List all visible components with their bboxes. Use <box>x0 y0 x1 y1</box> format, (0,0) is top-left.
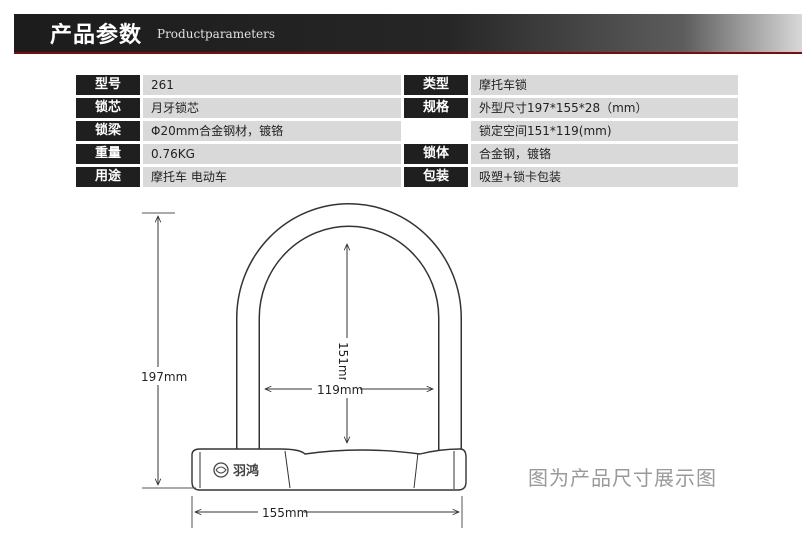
spec-label: 重量 <box>76 144 140 164</box>
spec-row: 型号 261 类型 摩托车锁 <box>76 75 738 95</box>
spec-value: 摩托车 电动车 <box>143 167 401 187</box>
lock-body <box>191 448 467 491</box>
spec-label: 锁梁 <box>76 121 140 141</box>
spec-label: 包装 <box>404 167 468 187</box>
spec-value: 261 <box>143 75 401 95</box>
spec-label: 类型 <box>404 75 468 95</box>
dimension-inner-height: 151mm <box>336 244 356 443</box>
spec-value: 0.76KG <box>143 144 401 164</box>
spec-table: 型号 261 类型 摩托车锁 锁芯 月牙锁芯 规格 外型尺寸197*155*28… <box>76 75 738 190</box>
dimension-inner-width: 119mm <box>265 380 433 398</box>
header-banner: 产品参数 Productparameters <box>14 14 802 54</box>
spec-row: 重量 0.76KG 锁体 合金钢，镀铬 <box>76 144 738 164</box>
spec-value: 吸塑+锁卡包装 <box>471 167 738 187</box>
spec-label: 锁体 <box>404 144 468 164</box>
brand-logo-text: 羽鸿 <box>233 463 259 479</box>
spec-label: 用途 <box>76 167 140 187</box>
spec-value: 锁定空间151*119(mm) <box>471 121 738 141</box>
spec-row: 锁梁 Φ20mm合金钢材，镀铬 锁定空间151*119(mm) <box>76 121 738 141</box>
dimension-label: 155mm <box>262 506 308 520</box>
spec-value: 外型尺寸197*155*28（mm） <box>471 98 738 118</box>
spec-label: 型号 <box>76 75 140 95</box>
spec-label: 规格 <box>404 98 468 118</box>
spec-label: 锁芯 <box>76 98 140 118</box>
spec-value: 摩托车锁 <box>471 75 738 95</box>
header-subtitle: Productparameters <box>157 27 276 41</box>
spec-value: 合金钢，镀铬 <box>471 144 738 164</box>
spec-row: 用途 摩托车 电动车 包装 吸塑+锁卡包装 <box>76 167 738 187</box>
spec-value: Φ20mm合金钢材，镀铬 <box>143 121 401 141</box>
dimension-label: 151mm <box>336 342 350 388</box>
diagram-caption: 图为产品尺寸展示图 <box>528 466 717 490</box>
spec-row: 锁芯 月牙锁芯 规格 外型尺寸197*155*28（mm） <box>76 98 738 118</box>
dimension-width: 155mm <box>191 496 463 528</box>
spec-value: 月牙锁芯 <box>143 98 401 118</box>
brand-logo-icon: 羽鸿 <box>213 462 259 479</box>
dimension-height: 197mm <box>138 212 196 489</box>
header-title: 产品参数 <box>50 23 143 48</box>
lock-shackle <box>236 203 462 467</box>
dimension-label: 197mm <box>141 370 187 384</box>
dimension-label: 119mm <box>317 383 363 397</box>
